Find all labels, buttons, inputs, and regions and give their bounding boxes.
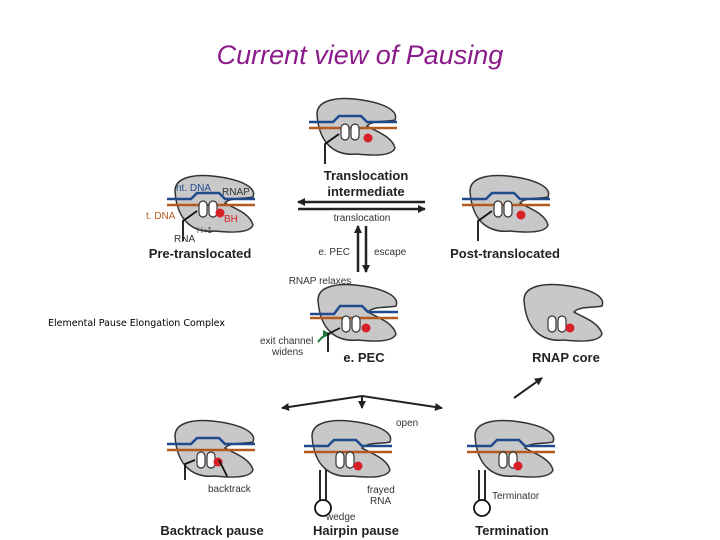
state-label-translocation-2: intermediate (327, 184, 404, 199)
label-wedge: wedge (325, 512, 356, 523)
label-translocation: translocation (334, 213, 391, 224)
arrow-to-termination (361, 395, 443, 411)
state-label-rnap-core: RNAP core (532, 350, 600, 365)
state-label-backtrack-pause: Backtrack pause (160, 523, 263, 538)
complex-termination (467, 419, 555, 517)
complex-post-translocated (462, 174, 550, 241)
complex-hairpin (304, 419, 392, 517)
label-rnap: RNAP (222, 187, 250, 198)
label-frayed-2: RNA (370, 496, 391, 507)
label-frayed-1: frayed (367, 485, 395, 496)
arrow-to-rnap-core (513, 377, 543, 399)
state-label-translocation-1: Translocation (324, 168, 409, 183)
complex-translocation-intermediate (309, 97, 397, 164)
label-backtrack: backtrack (208, 484, 252, 495)
translocation-arrows (297, 198, 426, 213)
label-escape: escape (374, 247, 407, 258)
state-label-pre-translocated: Pre-translocated (149, 246, 252, 261)
label-rna: RNA (174, 234, 195, 245)
complex-backtrack (167, 419, 255, 480)
state-label-epec: e. PEC (343, 350, 385, 365)
label-terminator: Terminator (492, 491, 540, 502)
state-label-post-translocated: Post-translocated (450, 246, 560, 261)
slide-title: Current view of Pausing (216, 40, 504, 70)
label-tdna: t. DNA (146, 211, 176, 222)
epec-side-note: Elemental Pause Elongation Complex (48, 318, 225, 329)
arrow-to-backtrack (281, 395, 363, 411)
complex-rnap-core (523, 283, 604, 342)
label-open: open (396, 418, 418, 429)
state-label-termination: Termination (475, 523, 548, 538)
complex-pre-translocated (167, 174, 255, 241)
label-exit-channel-2: widens (271, 347, 303, 358)
label-rnap-relaxes: RNAP relaxes (289, 276, 352, 287)
epec-escape-arrows (354, 225, 370, 273)
label-exit-channel-1: exit channel (260, 336, 313, 347)
label-bh: BH (224, 214, 238, 225)
label-i-i1: i i+1 (197, 226, 212, 235)
label-epec-arrow: e. PEC (318, 247, 350, 258)
state-label-hairpin-pause: Hairpin pause (313, 523, 399, 538)
label-ntdna: nt. DNA (176, 183, 211, 194)
complex-epec (310, 283, 398, 352)
